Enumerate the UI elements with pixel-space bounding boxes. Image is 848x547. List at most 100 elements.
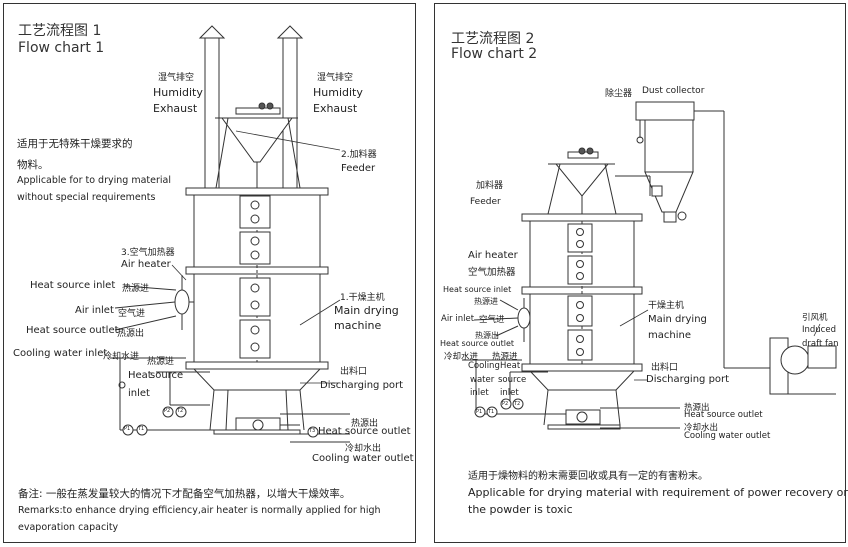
heat-outlet-2-en: Heat source outlet [440,339,515,348]
fan-en-1: Induced [802,325,836,335]
chart1-remark-en-1: Remarks:to enhance drying efficiency,air… [18,505,381,516]
discharge-2-en: Discharging port [646,374,730,385]
heat-outlet-1b-en: Heat source outlet [318,426,411,437]
cooling-outlet-2-cn: 冷却水出 [684,423,719,433]
humidity-cn-left: 湿气排空 [158,73,195,83]
dust-collector-2 [636,102,770,368]
induced-draft-fan [770,324,836,394]
chart1-title-en: Flow chart 1 [18,40,105,56]
heat-outlet-1b-cn: 热源出 [351,419,379,429]
chart1-desc-en-2: without special requirements [17,192,156,203]
air-inlet-2-en: Air inlet [441,314,475,324]
heat-inlet-1-cn: 热源进 [122,284,150,294]
heat-outlet-2-cn: 热源出 [475,331,499,340]
gauge-2-p1: P1 [476,409,483,415]
feeder-1 [215,103,300,188]
chart2-title-cn: 工艺流程图 2 [451,31,535,47]
air-heater-1-en: Air heater [121,259,171,270]
heat-inlet-2b-en-b: source [498,375,527,385]
feeder-2-cn: 加料器 [476,181,504,191]
humidity-en-right-2: Exhaust [313,102,358,115]
heat-inlet-2b-cn: 热源进 [492,352,518,362]
heat-inlet-1b-en-a: Heat [128,370,152,381]
main-dryer-1-en-2: machine [334,319,382,332]
heat-outlet-2b-en: Heat source outlet [684,410,763,420]
gauge-1-t3: T3 [309,428,316,434]
fan-en-2: draft fan [802,339,839,349]
chart1-remark-cn: 备注: 一般在蒸发量较大的情况下才配备空气加热器，以增大干燥效率。 [18,488,351,500]
air-heater-2-en: Air heater [468,250,518,261]
gauges-1 [123,407,318,437]
main-dryer-1-en-1: Main drying [334,304,399,317]
dust-collector-cn: 除尘器 [605,89,633,99]
chart1-desc-en-1: Applicable for to drying material [17,175,171,186]
heat-outlet-2b-cn: 热源出 [684,403,710,413]
chart2-desc-en-2: the powder is toxic [468,503,573,516]
pipes-2 [462,310,680,428]
gauge-1-p1: P1 [124,426,131,432]
humidity-en-left-2: Exhaust [153,102,198,115]
feeder-1-label-en: Feeder [341,163,376,174]
dust-collector-en: Dust collector [642,86,705,96]
gauge-2-p2: P2 [502,401,509,407]
cooling-outlet-1-en: Cooling water outlet [312,453,414,464]
heat-inlet-1b-cn: 热源进 [147,357,175,367]
air-heater-2 [474,298,530,342]
heat-inlet-2-cn: 热源进 [474,297,498,306]
chart1-remark-en-2: evaporation capacity [18,522,119,533]
air-heater-1-cn: 3.空气加热器 [121,248,175,258]
right-exhaust-stack [278,26,302,188]
chart2-desc-cn: 适用于燥物料的粉末需要回收或具有一定的有害粉末。 [468,471,708,482]
cooling-2-en-c: inlet [470,388,489,398]
cooling-2-en-b: water [470,375,495,385]
cooling-inlet-1-en: Cooling water inlet [13,348,108,359]
heat-inlet-1b-en-b: source [150,370,184,381]
gauge-1-t2: T2 [177,408,184,414]
heat-inlet-2b-en-c: inlet [500,388,519,398]
humidity-en-left-1: Humidity [153,86,203,99]
heat-inlet-1b-en-c: inlet [128,388,150,399]
air-inlet-1-cn: 空气进 [118,309,146,319]
chart1-desc-cn-2: 物料。 [17,159,49,171]
cooling-2-en-a: Cooling [468,361,500,371]
feeder-2-en: Feeder [470,197,501,207]
left-exhaust-stack [200,26,224,188]
discharge-1-en: Discharging port [320,380,404,391]
chart1-desc-cn-1: 适用于无特殊干燥要求的 [17,138,133,150]
chart1-title-cn: 工艺流程图 1 [18,23,102,39]
flow-chart-2-panel [434,3,846,543]
heat-inlet-1-en: Heat source inlet [30,280,116,291]
discharge-1-cn: 出料口 [340,367,368,377]
main-dryer-2-cn: 干燥主机 [648,301,685,311]
main-dryer-2-en-2: machine [648,330,691,341]
gauge-1-t1: T1 [138,426,145,432]
air-heater-2-cn: 空气加热器 [468,267,516,278]
cooling-outlet-2-en: Cooling water outlet [684,431,771,441]
cooling-inlet-2-cn: 冷却水进 [444,352,479,362]
feeder-2 [548,148,650,214]
cooling-inlet-1-cn: 冷却水进 [103,352,140,362]
main-dryer-2 [522,214,642,429]
humidity-en-right-1: Humidity [313,86,363,99]
gauge-1-p2: P2 [164,408,171,414]
chart2-title-en: Flow chart 2 [451,46,538,62]
feeder-1-label-cn: 2.加料器 [341,150,377,160]
humidity-cn-right: 湿气排空 [317,73,354,83]
gauge-2-t1: T1 [488,409,495,415]
discharge-2-cn: 出料口 [651,363,679,373]
air-heater-1 [115,275,194,330]
gauge-2-t2: T2 [514,401,521,407]
heat-outlet-1-cn: 热源出 [117,329,145,339]
air-inlet-2-cn: 空气进 [479,315,505,325]
main-dryer-1-cn: 1.干燥主机 [340,293,385,303]
fan-cn: 引风机 [802,313,828,323]
chart2-desc-en-1: Applicable for drying material with requ… [468,486,848,499]
cooling-outlet-1-cn: 冷却水出 [345,444,382,454]
heat-outlet-1-en: Heat source outlet [26,325,119,336]
gauges-2 [475,399,523,417]
heat-inlet-2-en: Heat source inlet [443,285,512,294]
main-dryer-1 [186,188,328,434]
air-inlet-1-en: Air inlet [75,305,114,316]
main-dryer-2-en-1: Main drying [648,314,707,325]
